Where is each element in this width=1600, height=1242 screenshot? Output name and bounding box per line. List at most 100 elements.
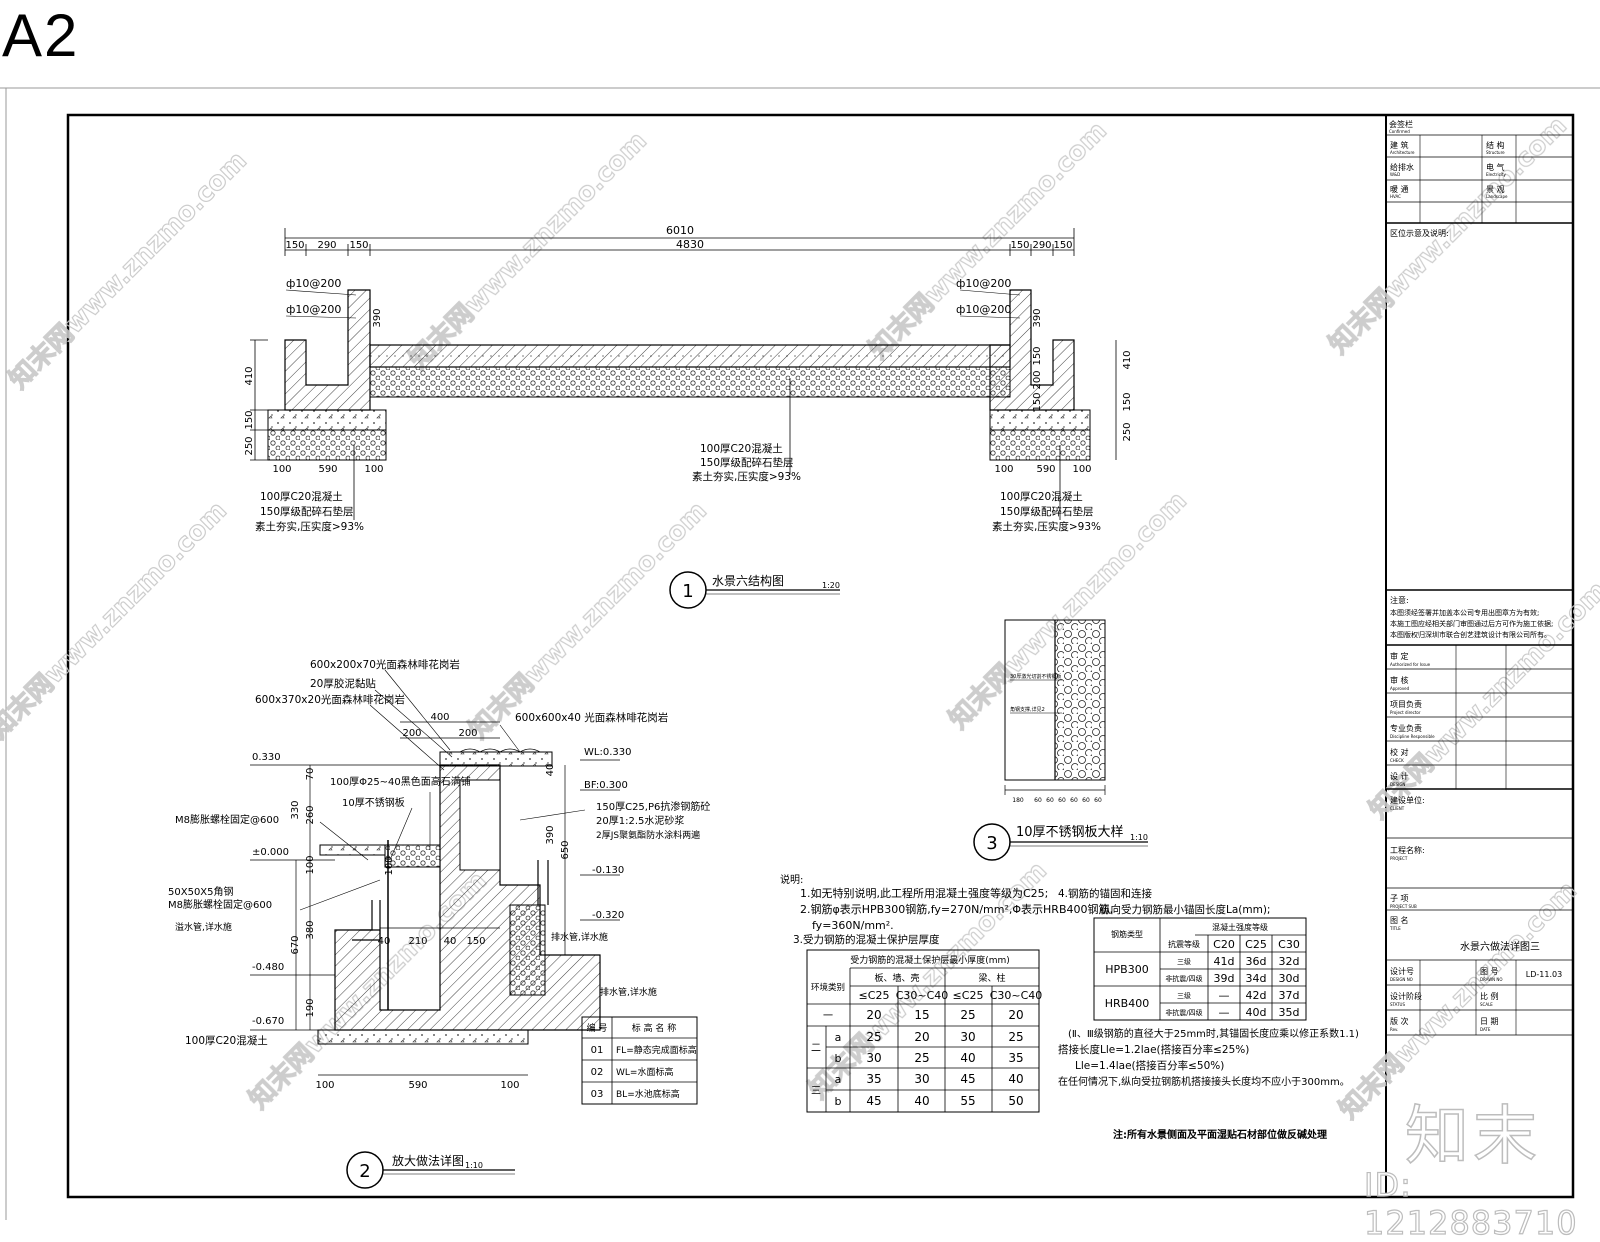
dim-side: 410 <box>1122 350 1133 369</box>
table-cell: 40 <box>960 1051 975 1065</box>
layer-label: 100厚C20混凝土 <box>1000 490 1083 503</box>
legend-code: 03 <box>591 1089 604 1100</box>
layer-label: 素土夯实,压实度>93% <box>255 520 364 533</box>
notes-line: 本施工图应经相关部门审图通过后方可作为施工依据; <box>1390 619 1553 628</box>
dim-label: 260 <box>305 805 316 824</box>
level-label: -0.320 <box>592 910 624 921</box>
table-cell: 15 <box>914 1008 929 1022</box>
level-label: ±0.000 <box>252 847 289 858</box>
table-cell: 41d <box>1214 955 1235 968</box>
watermark: 知末网www.znzmo.com <box>0 496 233 745</box>
level-label: 0.330 <box>252 752 281 763</box>
dim-side: 390 <box>1032 308 1043 327</box>
material-label: 150厚C25,P6抗渗钢筋砼 <box>596 800 710 813</box>
section1-structure-drawing <box>250 228 1117 609</box>
table-head: 混凝土强度等级 <box>1212 922 1268 932</box>
section-scale: 1:10 <box>1130 833 1148 842</box>
section3-plate-drawing <box>973 619 1148 861</box>
dim-side: 410 <box>244 366 255 385</box>
table-cell: 25 <box>1008 1030 1023 1044</box>
table-head: 板、墙、壳 <box>874 972 919 984</box>
rebar-label: ф10@200 <box>956 277 1011 290</box>
note-item: 3.受力钢筋的混凝土保护层厚度 <box>793 933 940 946</box>
layer-label: 150厚级配碎石垫层 <box>1000 505 1094 518</box>
watermark: 知末网www.znzmo.com <box>404 126 653 375</box>
table-cell: 20 <box>866 1008 881 1022</box>
table-cell: — <box>1219 989 1230 1002</box>
notes-line: 本图须经签署并加盖本公司专用出图章方为有效; <box>1390 608 1539 617</box>
table-cell: 25 <box>960 1008 975 1022</box>
dim-bottom: 100 <box>364 464 383 475</box>
anchorage-table <box>1093 917 1307 1021</box>
plate-dim: 60 <box>1058 797 1066 804</box>
material-label: 20厚1:2.5水泥砂浆 <box>596 814 684 827</box>
table-head: 钢筋类型 <box>1111 929 1143 939</box>
dim-label: 40 <box>444 936 457 947</box>
note-bottom: (Ⅱ、Ⅲ级钢筋的直径大于25mm时,其锚固长度应乘以修正系数1.1) <box>1068 1027 1359 1040</box>
signoff-label: 结 构 <box>1486 140 1505 150</box>
table-cell: 40d <box>1246 1006 1267 1019</box>
dim-label: 40 <box>545 764 556 777</box>
dim-bottom: 100 <box>994 464 1013 475</box>
client-label-en: CLIENT <box>1390 806 1405 811</box>
brand-logo: 知末 <box>1404 1099 1541 1175</box>
dim-label: 330 <box>290 800 301 819</box>
table-cell: 30d <box>1279 972 1300 985</box>
table-cell: 32d <box>1279 955 1300 968</box>
table-cell: a <box>835 1073 842 1086</box>
title-block <box>1386 134 1573 1036</box>
material-label: 溢水管,详水施 <box>175 921 232 933</box>
signoff-label-en: Electricity <box>1486 172 1507 177</box>
table-sub: C30~C40 <box>990 989 1043 1002</box>
table-cell: 30 <box>960 1030 975 1044</box>
table-sub: C30~C40 <box>896 989 949 1002</box>
approval-label-en: Authorized for Issue <box>1390 662 1431 667</box>
sub-item-label: 子 项 <box>1390 894 1409 903</box>
material-label: 2厚JS聚氨酯防水涂料两遍 <box>596 829 700 841</box>
layer-label: 素土夯实,压实度>93% <box>692 470 801 483</box>
signoff-label-en: W&D <box>1390 172 1400 177</box>
dim-label: 400 <box>430 712 449 723</box>
section3-text: 30厚激光切割不锈钢板 角钢支撑,详见2 180 60 60 60 60 60 … <box>986 673 1148 854</box>
table-cell: 37d <box>1279 989 1300 1002</box>
material-label: 50X50X5角钢 <box>168 885 234 898</box>
table-col: C30 <box>1278 938 1300 951</box>
rebar-label: ф10@200 <box>286 277 341 290</box>
design-no-label: 设计号 <box>1390 966 1414 976</box>
dim-side: 390 <box>372 308 383 327</box>
material-label: 100厚Φ25~40黑色面高石满铺 <box>330 775 471 788</box>
drawing-title-label: 图 名 <box>1390 915 1409 925</box>
drawing-no-label: 图 号 <box>1480 967 1499 976</box>
table-head: 梁、柱 <box>978 972 1005 984</box>
section-scale: 1:20 <box>822 581 840 590</box>
drawing-title-label-en: TITLE <box>1389 926 1401 931</box>
approval-label-en: Approved <box>1390 686 1410 691</box>
approval-label-en: Project director <box>1390 710 1421 715</box>
material-label: M8膨胀螺栓固定@600 <box>175 813 279 826</box>
note-item: fy=360N/mm². <box>812 919 894 932</box>
table-cell: b <box>835 1095 842 1108</box>
note-item: 2.钢筋φ表示HPB300钢筋,fy=270N/mm²,Φ表示HRB400钢筋, <box>800 902 1113 916</box>
watermark: 知末网www.znzmo.com <box>464 496 713 745</box>
dim-label: 650 <box>560 840 571 859</box>
note-item-4: 纵向受力钢筋最小锚固长度La(mm); <box>1100 903 1270 916</box>
rebar-label: ф10@200 <box>956 303 1011 316</box>
rev-label: 版 次 <box>1390 1016 1409 1026</box>
table-cell: 30 <box>914 1072 929 1086</box>
signoff-label-en: Structure <box>1486 150 1505 155</box>
dim-label: 100 <box>500 1080 519 1091</box>
dim-side: 250 <box>1122 422 1133 441</box>
dim-label: 670 <box>290 935 301 954</box>
plate-dim: 60 <box>1034 797 1042 804</box>
signoff-label-en: HVAC <box>1390 194 1401 199</box>
material-label: M8膨胀螺栓固定@600 <box>168 898 272 911</box>
legend-header: 标 高 名 称 <box>632 1022 677 1034</box>
table-cell: 非抗震/四级 <box>1165 1008 1202 1017</box>
section2-detail-drawing <box>250 669 698 1189</box>
approval-label-en: CHECK <box>1390 758 1404 763</box>
table-cell: 二 <box>811 1043 821 1054</box>
section1-text: 6010 4830 150 290 150 150 290 150 ф10@20… <box>244 224 1133 602</box>
dim-label: 190 <box>305 998 316 1017</box>
table-cell: 35d <box>1279 1006 1300 1019</box>
